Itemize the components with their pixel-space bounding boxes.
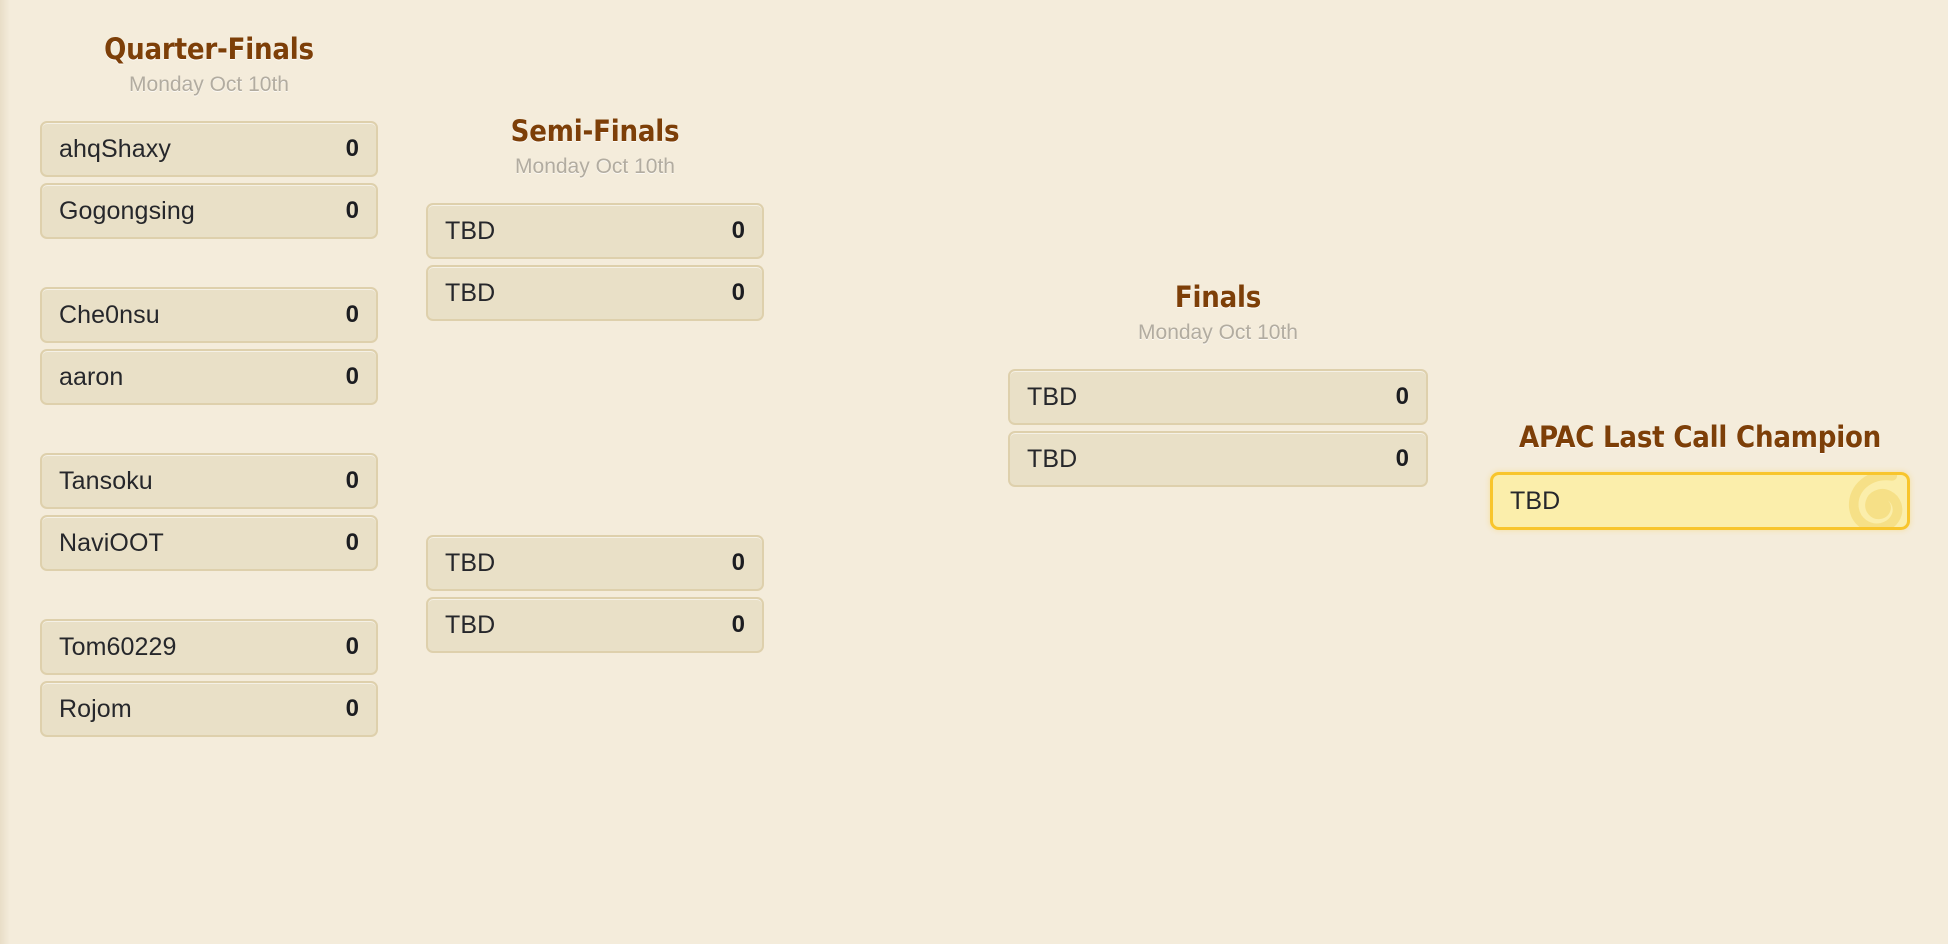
- slot-score: 0: [731, 549, 745, 576]
- bracket-slot[interactable]: Gogongsing 0: [40, 183, 378, 239]
- bracket-slot[interactable]: TBD 0: [426, 535, 764, 591]
- match: ahqShaxy 0 Gogongsing 0: [40, 121, 378, 239]
- round-date: Monday Oct 10th: [1138, 321, 1298, 344]
- match: Tom60229 0 Rojom 0: [40, 619, 378, 737]
- bracket-slot[interactable]: TBD 0: [426, 597, 764, 653]
- slot-participant-name: aaron: [59, 362, 124, 391]
- slot-participant-name: Tansoku: [59, 466, 153, 495]
- slot-score: 0: [345, 529, 359, 556]
- bracket-slot[interactable]: TBD 0: [1008, 369, 1428, 425]
- bracket-slot[interactable]: Tansoku 0: [40, 453, 378, 509]
- round-title: Semi-Finals: [510, 114, 680, 148]
- slot-score: 0: [731, 611, 745, 638]
- round-title: Quarter-Finals: [104, 32, 314, 66]
- slot-score: 0: [345, 135, 359, 162]
- match: Tansoku 0 NaviOOT 0: [40, 453, 378, 571]
- slot-participant-name: Gogongsing: [59, 196, 195, 225]
- match: Che0nsu 0 aaron 0: [40, 287, 378, 405]
- bracket-slot[interactable]: TBD 0: [426, 265, 764, 321]
- slot-participant-name: NaviOOT: [59, 528, 164, 557]
- slot-score: 0: [345, 363, 359, 390]
- slot-participant-name: ahqShaxy: [59, 134, 171, 163]
- match: TBD 0 TBD 0: [426, 535, 764, 653]
- slot-participant-name: Tom60229: [59, 632, 177, 661]
- slot-score: 0: [1395, 383, 1409, 410]
- match: TBD 0 TBD 0: [1008, 369, 1428, 487]
- slot-participant-name: TBD: [445, 548, 496, 577]
- slot-participant-name: Che0nsu: [59, 300, 160, 329]
- match-list-semi-finals: TBD 0 TBD 0 TBD 0 TBD 0: [426, 203, 764, 669]
- bracket-slot[interactable]: TBD 0: [1008, 431, 1428, 487]
- slot-score: 0: [345, 633, 359, 660]
- round-quarter-finals: Quarter-Finals Monday Oct 10th ahqShaxy …: [40, 32, 378, 751]
- bracket-slot[interactable]: NaviOOT 0: [40, 515, 378, 571]
- slot-participant-name: TBD: [1027, 444, 1078, 473]
- slot-score: 0: [345, 197, 359, 224]
- bracket-slot[interactable]: ahqShaxy 0: [40, 121, 378, 177]
- champion-name: TBD: [1510, 486, 1561, 515]
- slot-score: 0: [345, 695, 359, 722]
- swirl-icon: [1848, 475, 1903, 527]
- round-header-quarter-finals: Quarter-Finals Monday Oct 10th: [40, 32, 378, 97]
- round-date: Monday Oct 10th: [129, 73, 289, 96]
- bracket-slot[interactable]: aaron 0: [40, 349, 378, 405]
- bracket-slot[interactable]: Che0nsu 0: [40, 287, 378, 343]
- round-title: Finals: [1174, 280, 1262, 314]
- champion-section: APAC Last Call Champion TBD: [1490, 420, 1910, 530]
- match-list-finals: TBD 0 TBD 0: [1008, 369, 1428, 489]
- round-semi-finals: Semi-Finals Monday Oct 10th TBD 0 TBD 0 …: [426, 114, 764, 669]
- round-header-finals: Finals Monday Oct 10th: [1008, 280, 1428, 345]
- round-header-semi-finals: Semi-Finals Monday Oct 10th: [426, 114, 764, 179]
- slot-participant-name: TBD: [445, 278, 496, 307]
- round-date: Monday Oct 10th: [515, 155, 675, 178]
- match-list-quarter-finals: ahqShaxy 0 Gogongsing 0 Che0nsu 0 aaron …: [40, 121, 378, 751]
- slot-participant-name: TBD: [1027, 382, 1078, 411]
- champion-title: APAC Last Call Champion: [1518, 420, 1882, 454]
- slot-score: 0: [1395, 445, 1409, 472]
- champion-header: APAC Last Call Champion: [1490, 420, 1910, 454]
- slot-score: 0: [345, 467, 359, 494]
- champion-slot[interactable]: TBD: [1490, 472, 1910, 530]
- match: TBD 0 TBD 0: [426, 203, 764, 321]
- bracket-slot[interactable]: TBD 0: [426, 203, 764, 259]
- bracket-slot[interactable]: Rojom 0: [40, 681, 378, 737]
- slot-participant-name: TBD: [445, 216, 496, 245]
- round-finals: Finals Monday Oct 10th TBD 0 TBD 0: [1008, 280, 1428, 489]
- slot-participant-name: Rojom: [59, 694, 132, 723]
- bracket-slot[interactable]: Tom60229 0: [40, 619, 378, 675]
- slot-participant-name: TBD: [445, 610, 496, 639]
- slot-score: 0: [731, 217, 745, 244]
- slot-score: 0: [731, 279, 745, 306]
- slot-score: 0: [345, 301, 359, 328]
